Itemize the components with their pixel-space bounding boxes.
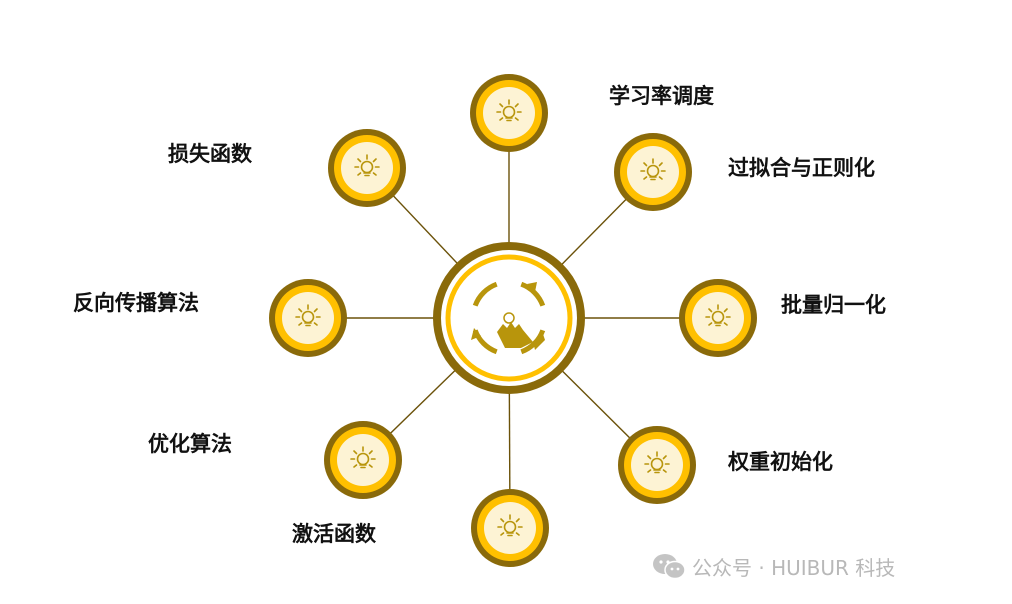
node-batch-normalization: [679, 279, 757, 357]
lightbulb-icon: [350, 446, 376, 469]
center-hub: [433, 242, 585, 394]
label-activation-function: 激活函数: [292, 522, 376, 546]
label-loss-function: 损失函数: [168, 142, 252, 166]
lightbulb-icon: [295, 304, 321, 327]
label-overfitting-regularization: 过拟合与正则化: [728, 156, 875, 180]
lightbulb-icon: [496, 99, 522, 122]
node-activation-function: [324, 421, 402, 499]
label-learning-rate-schedule: 学习率调度: [609, 84, 714, 108]
label-weight-initialization: 权重初始化: [728, 450, 833, 474]
label-optimization-algorithm: 优化算法: [148, 432, 232, 456]
lightbulb-icon: [644, 451, 670, 474]
node-backpropagation: [269, 279, 347, 357]
node-overfitting-regularization: [614, 133, 692, 211]
watermark-text: 公众号 · HUIBUR 科技: [692, 555, 896, 580]
lightbulb-icon: [705, 304, 731, 327]
lightbulb-icon: [640, 158, 666, 181]
node-learning-rate-schedule: [470, 74, 548, 152]
wechat-icon: [653, 554, 686, 580]
node-bottom: [471, 489, 549, 567]
label-backpropagation: 反向传播算法: [73, 291, 199, 315]
nodes: [269, 74, 757, 567]
lightbulb-icon: [497, 514, 523, 537]
cycle-with-hand-icon: [471, 281, 546, 355]
node-loss-function: [328, 129, 406, 207]
lightbulb-icon: [354, 154, 380, 177]
watermark: 公众号 · HUIBUR 科技: [652, 552, 895, 580]
node-weight-initialization: [618, 426, 696, 504]
label-batch-normalization: 批量归一化: [781, 293, 886, 317]
